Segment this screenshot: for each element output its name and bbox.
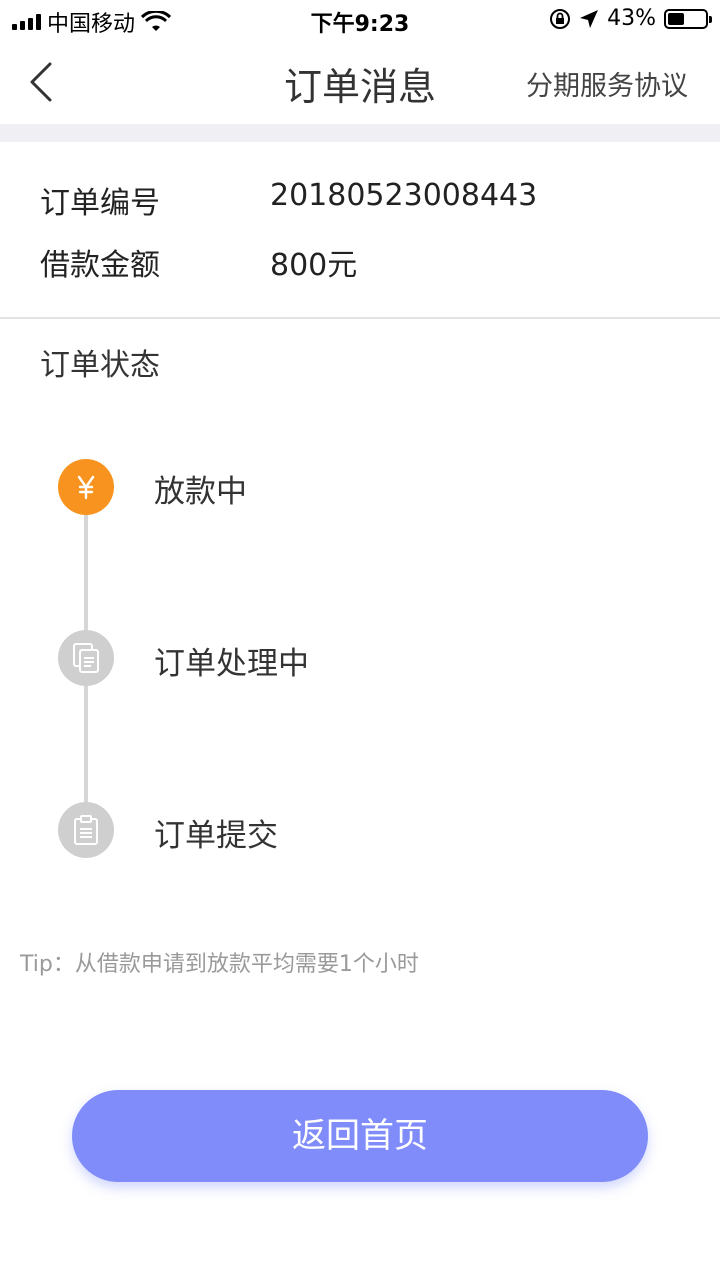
back-button[interactable]	[24, 60, 64, 104]
order-status-title: 订单状态	[40, 348, 160, 383]
wifi-icon	[141, 11, 172, 31]
nav-bar: 订单消息 分期服务协议	[0, 40, 720, 125]
status-left: 中国移动	[12, 6, 172, 38]
status-time: 下午9:23	[310, 12, 410, 37]
location-arrow-icon	[580, 9, 599, 28]
step-label-submitted: 订单提交	[154, 818, 278, 854]
status-bar: 中国移动 下午9:23 43%	[0, 0, 720, 40]
status-right: 43%	[549, 6, 712, 31]
disbursing-step-icon	[58, 459, 114, 515]
order-number-value: 20180523008443	[270, 178, 538, 213]
clipboard-icon	[74, 815, 98, 845]
return-home-button[interactable]: 返回首页	[72, 1090, 648, 1182]
section-gap	[0, 124, 720, 142]
step-label-disbursing: 放款中	[154, 474, 247, 510]
page-title: 订单消息	[283, 65, 436, 109]
chevron-left-icon	[30, 62, 52, 102]
divider	[0, 317, 720, 319]
carrier-name: 中国移动	[47, 12, 136, 37]
loan-amount-label: 借款金额	[40, 248, 160, 283]
signal-icon	[12, 14, 41, 30]
step-label-processing: 订单处理中	[154, 646, 309, 682]
loan-amount-row: 借款金额 800元	[40, 240, 357, 284]
rotation-lock-icon	[550, 8, 571, 29]
battery-percent: 43%	[607, 6, 656, 31]
submitted-step-icon	[58, 802, 114, 858]
order-number-row: 订单编号 20180523008443	[40, 178, 537, 222]
order-number-label: 订单编号	[40, 186, 160, 221]
battery-icon	[664, 8, 712, 29]
loan-amount-value: 800元	[270, 248, 358, 283]
installment-agreement-link[interactable]: 分期服务协议	[526, 71, 688, 102]
documents-icon	[73, 643, 99, 673]
yen-icon	[77, 475, 95, 500]
tip-text: Tip：从借款申请到放款平均需要1个小时	[20, 952, 419, 977]
processing-step-icon	[58, 630, 114, 686]
